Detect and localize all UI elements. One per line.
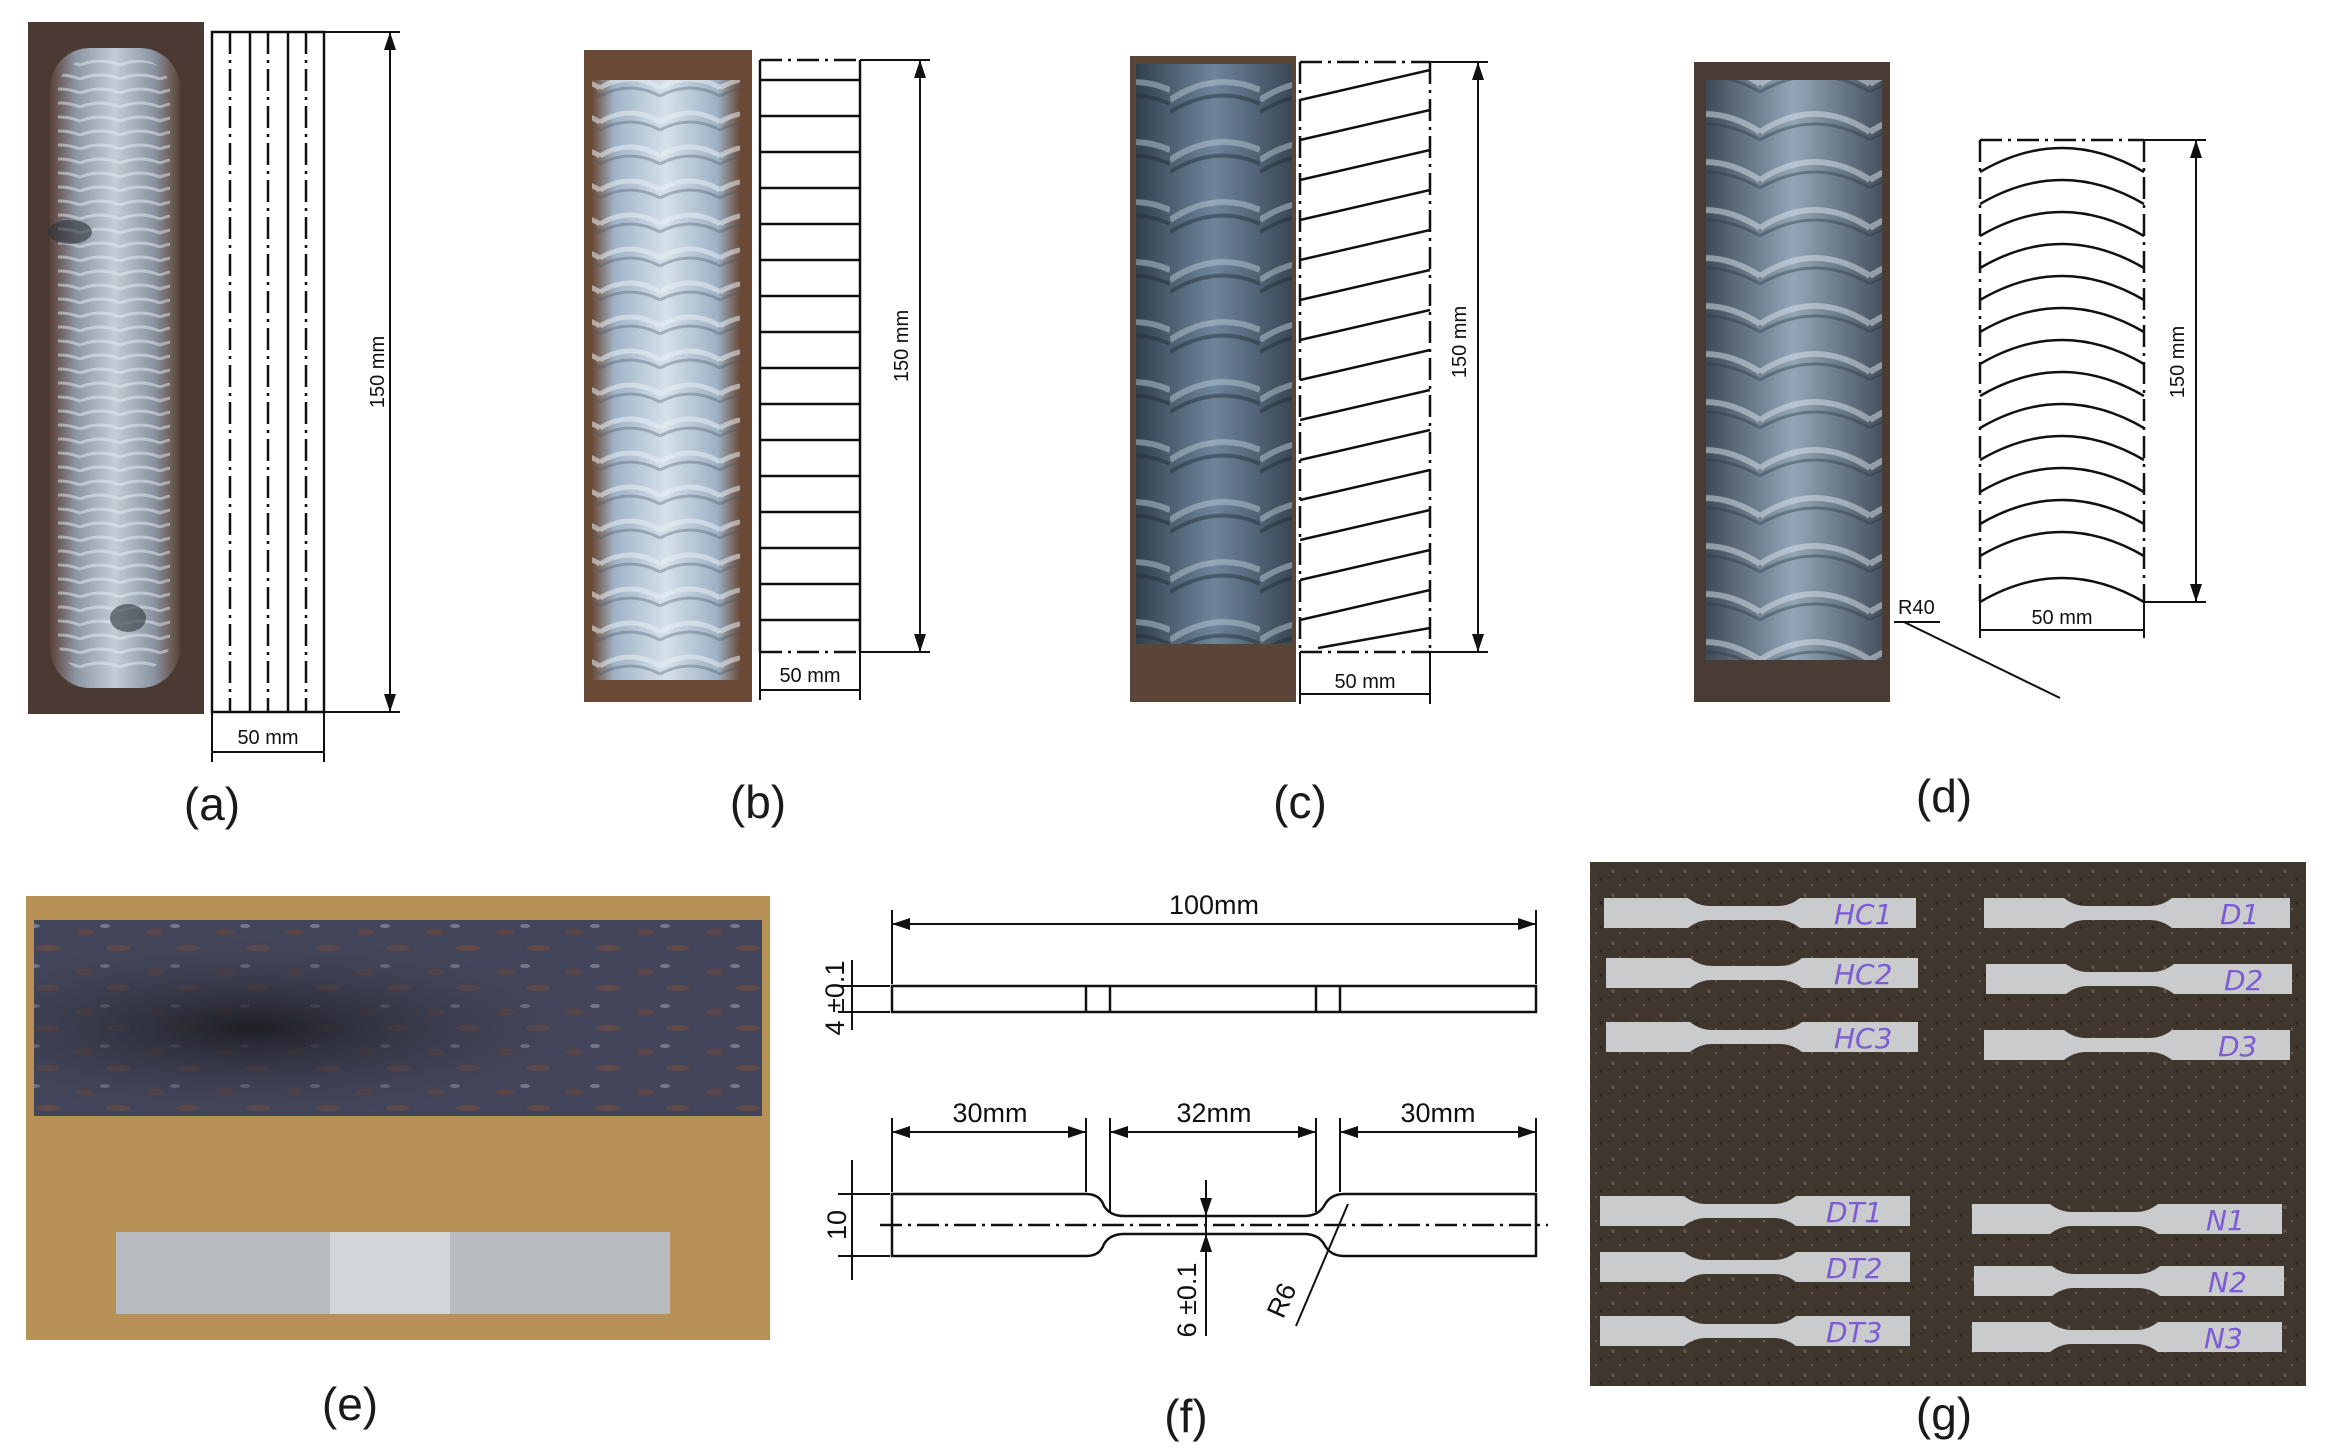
grip-right-label: 30mm xyxy=(1400,1098,1475,1128)
weld-ripple-b xyxy=(592,80,740,680)
specimen-top-view xyxy=(880,1192,1548,1258)
specimen-n2: N2 xyxy=(1974,1266,2284,1299)
dimension-width-a: 50 mm xyxy=(211,712,325,762)
caption-g: (g) xyxy=(1916,1388,1972,1440)
specimen-d1: D1 xyxy=(1984,898,2290,931)
width-label-c: 50 mm xyxy=(1334,671,1395,693)
arc-cuts-d xyxy=(1979,146,2145,604)
weld-ripple-a xyxy=(58,60,170,670)
panel-g: HC1 HC2 HC3 D1 D2 D3 xyxy=(1590,862,2306,1440)
label-dt3: DT3 xyxy=(1826,1316,1882,1349)
caption-b: (b) xyxy=(730,776,786,828)
radius-leader-d: R40 xyxy=(1894,597,2061,699)
label-hc2: HC2 xyxy=(1834,958,1892,991)
length-label-a: 150 mm xyxy=(367,336,389,408)
length-label-c: 150 mm xyxy=(1449,306,1471,378)
specimen-dt2: DT2 xyxy=(1600,1252,1910,1285)
label-n3: N3 xyxy=(2204,1322,2243,1355)
dimension-grips-gauge: 30mm 32mm 30mm xyxy=(891,1098,1537,1212)
label-dt1: DT1 xyxy=(1826,1196,1882,1229)
total-length-label: 100mm xyxy=(1169,890,1259,920)
weld-crater-a xyxy=(48,220,92,244)
dimension-total-length: 100mm xyxy=(891,890,1537,984)
caption-f: (f) xyxy=(1164,1390,1207,1442)
label-hc1: HC1 xyxy=(1834,898,1892,931)
dimension-width: 10 xyxy=(822,1160,890,1280)
width-label-f: 10 xyxy=(822,1210,852,1240)
specimen-hc1: HC1 xyxy=(1604,898,1916,931)
panel-c: 150 mm 50 mm (c) xyxy=(1130,56,1488,828)
strip-highlight-e xyxy=(330,1232,450,1314)
label-d2: D2 xyxy=(2224,964,2263,997)
width-label-b: 50 mm xyxy=(779,665,840,687)
specimen-side-view xyxy=(890,984,1538,1014)
grip-left-label: 30mm xyxy=(952,1098,1027,1128)
panel-e: (e) xyxy=(26,896,770,1430)
cut-scheme-b xyxy=(758,58,862,654)
gauge-length-label: 32mm xyxy=(1176,1098,1251,1128)
weld-ripple-c xyxy=(1136,64,1292,644)
caption-a: (a) xyxy=(184,778,240,830)
dimension-width-b: 50 mm xyxy=(759,652,861,700)
label-d3: D3 xyxy=(2218,1030,2257,1063)
specimen-dt3: DT3 xyxy=(1600,1316,1910,1349)
specimen-d3: D3 xyxy=(1984,1030,2290,1063)
dimension-length-d: 150 mm xyxy=(2144,139,2206,603)
caption-e: (e) xyxy=(322,1378,378,1430)
length-label-d: 150 mm xyxy=(2167,326,2189,398)
dimension-length-b: 150 mm xyxy=(860,59,930,653)
dimension-fillet-radius: R6 xyxy=(1261,1203,1349,1327)
plate-dark-zone-e xyxy=(34,920,762,1116)
thickness-label: 4 ±0.1 xyxy=(820,961,850,1036)
transverse-cuts-b xyxy=(760,78,860,622)
gauge-width-label: 6 ±0.1 xyxy=(1172,1263,1202,1338)
fillet-radius-label: R6 xyxy=(1261,1278,1302,1322)
weld-crater-a2 xyxy=(110,604,146,632)
dimension-thickness: 4 ±0.1 xyxy=(820,960,890,1035)
specimen-dt1: DT1 xyxy=(1600,1196,1910,1229)
specimen-n3: N3 xyxy=(1972,1322,2282,1355)
width-label-d: 50 mm xyxy=(2031,607,2092,629)
width-label-a: 50 mm xyxy=(237,727,298,749)
dimension-gauge-width: 6 ±0.1 xyxy=(1172,1180,1212,1337)
cut-scheme-c xyxy=(1298,60,1432,654)
panel-d: 150 mm 50 mm R40 (d) xyxy=(1694,62,2206,822)
dimension-length-a: 150 mm xyxy=(324,31,400,713)
diagonal-cuts-c xyxy=(1299,68,1431,650)
workbench-photo-g xyxy=(1590,862,2306,1386)
label-d1: D1 xyxy=(2220,898,2259,931)
specimen-hc3: HC3 xyxy=(1606,1022,1918,1055)
cut-scheme-a xyxy=(210,30,326,714)
panel-b: 150 mm 50 mm (b) xyxy=(584,50,930,828)
label-n1: N1 xyxy=(2206,1204,2245,1237)
specimen-hc2: HC2 xyxy=(1606,958,1918,991)
dimension-width-c: 50 mm xyxy=(1299,652,1431,704)
label-hc3: HC3 xyxy=(1834,1022,1892,1055)
specimen-set-g: HC1 HC2 HC3 D1 D2 D3 xyxy=(1600,898,2292,1355)
panel-a: 150 mm 50 mm (a) xyxy=(28,22,400,830)
radius-label-d: R40 xyxy=(1898,597,1935,619)
weld-ripple-d xyxy=(1706,80,1882,660)
label-n2: N2 xyxy=(2208,1266,2247,1299)
dimension-width-d: 50 mm xyxy=(1979,602,2145,638)
panel-f: 100mm 4 ±0.1 30mm xyxy=(820,890,1548,1442)
length-label-b: 150 mm xyxy=(891,310,913,382)
caption-d: (d) xyxy=(1916,770,1972,822)
specimen-n1: N1 xyxy=(1972,1204,2282,1237)
label-dt2: DT2 xyxy=(1826,1252,1882,1285)
caption-c: (c) xyxy=(1273,776,1327,828)
specimen-d2: D2 xyxy=(1986,964,2292,997)
dimension-length-c: 150 mm xyxy=(1430,61,1488,653)
cut-scheme-d xyxy=(1978,138,2146,604)
